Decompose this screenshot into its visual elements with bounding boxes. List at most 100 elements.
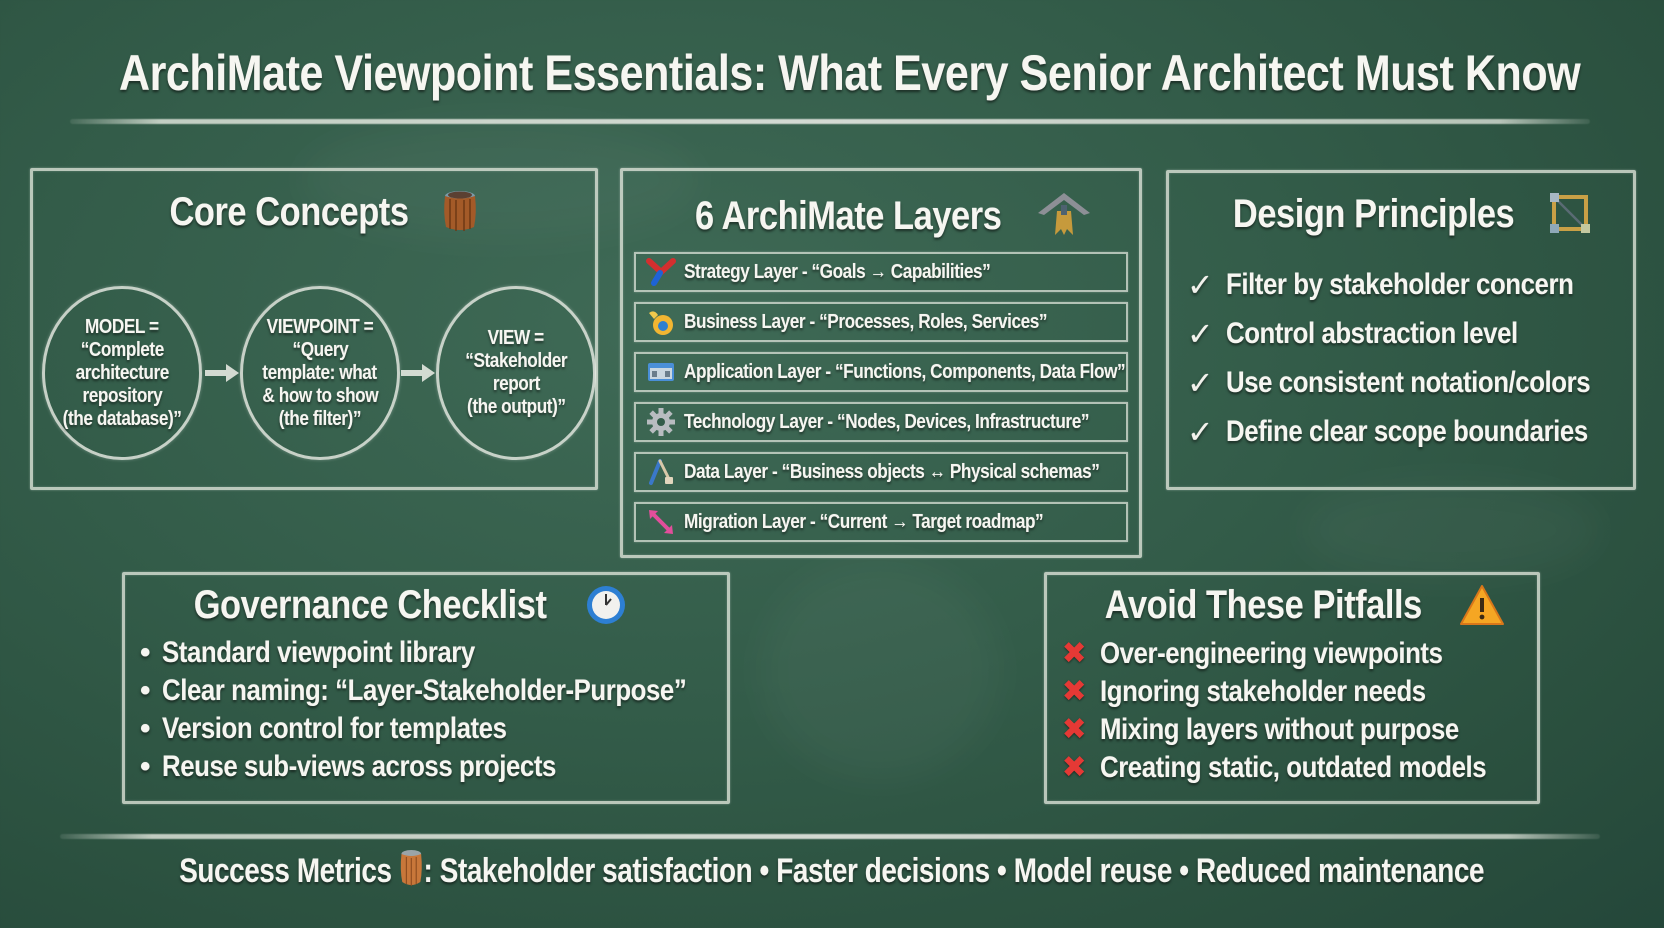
- core-concepts-title: Core Concepts: [33, 189, 595, 235]
- governance-text: Version control for templates: [162, 712, 507, 745]
- layer-label: Application Layer - “Functions, Componen…: [684, 360, 1126, 383]
- concept-line: template: what: [262, 361, 378, 384]
- concept-viewpoint: VIEWPOINT = “Query template: what & how …: [240, 286, 400, 460]
- footer-divider: [60, 834, 1600, 839]
- bullet-icon: •: [139, 750, 151, 783]
- concept-view: VIEW = “Stakeholder report (the output)”: [436, 286, 596, 460]
- pitfall-text: Ignoring stakeholder needs: [1100, 674, 1426, 708]
- migration-arrow-icon: [649, 510, 673, 534]
- bullet-icon: •: [759, 852, 770, 890]
- design-principles-panel: Design Principles: [1166, 170, 1636, 490]
- bullet-icon: •: [997, 852, 1007, 890]
- layer-application: Application Layer - “Functions, Componen…: [634, 352, 1128, 392]
- cross-icon: ✖: [1061, 637, 1087, 670]
- bullet-icon: •: [139, 674, 151, 707]
- governance-item: • Standard viewpoint library: [134, 636, 526, 670]
- gear-icon: [647, 408, 675, 436]
- principle-text: Use consistent notation/colors: [1226, 366, 1591, 399]
- pitfall-item: ✖ Mixing layers without purpose: [1056, 712, 1517, 747]
- bullet-icon: •: [139, 636, 151, 669]
- layers-title-text: 6 ArchiMate Layers: [694, 194, 1001, 238]
- concept-line: “Stakeholder: [465, 350, 567, 372]
- barrel-icon: [444, 191, 477, 231]
- concept-label: VIEWPOINT =: [266, 315, 374, 338]
- chalk-smudge: [1300, 480, 1600, 580]
- check-icon: ✓: [1186, 267, 1214, 303]
- governance-panel: Governance Checklist: [122, 572, 730, 804]
- layers-panel: 6 ArchiMate Layers: [620, 168, 1142, 558]
- frame-icon: [1549, 193, 1590, 233]
- cross-icon: ✖: [1061, 751, 1087, 784]
- pitfalls-title-text: Avoid These Pitfalls: [1105, 583, 1423, 627]
- concept-line: & how to show: [262, 384, 378, 407]
- layer-data: Data Layer - “Business objects ↔ Physica…: [634, 452, 1128, 492]
- page-title: ArchiMate Viewpoint Essentials: What Eve…: [0, 44, 1664, 102]
- success-metrics-separator: :: [423, 852, 433, 890]
- metric-item: Model reuse: [1014, 852, 1173, 890]
- pitfall-item: ✖ Creating static, outdated models: [1056, 750, 1549, 785]
- metric-item: Stakeholder satisfaction: [440, 852, 753, 890]
- governance-title-text: Governance Checklist: [193, 583, 547, 627]
- governance-text: Clear naming: “Layer-Stakeholder-Purpose…: [162, 674, 687, 707]
- principle-item: ✓ Use consistent notation/colors: [1182, 364, 1649, 402]
- concept-line: (the filter)”: [278, 407, 362, 430]
- house-arrow-icon: [1038, 193, 1091, 235]
- principle-text: Filter by stakeholder concern: [1226, 268, 1574, 301]
- concept-line: (the database)”: [62, 407, 182, 430]
- metric-item: Faster decisions: [776, 852, 991, 890]
- pitfall-text: Mixing layers without purpose: [1100, 712, 1459, 746]
- principle-text: Control abstraction level: [1226, 317, 1518, 350]
- core-concepts-title-text: Core Concepts: [169, 190, 409, 234]
- governance-text: Reuse sub-views across projects: [162, 750, 556, 783]
- governance-title: Governance Checklist: [125, 583, 727, 628]
- concept-line: (the output)”: [466, 396, 566, 418]
- layer-migration: Migration Layer - “Current → Target road…: [634, 502, 1128, 542]
- governance-text: Standard viewpoint library: [162, 636, 475, 669]
- cross-icon: ✖: [1061, 675, 1087, 708]
- check-icon: ✓: [1186, 414, 1214, 450]
- concept-line: “Query: [292, 338, 348, 361]
- concept-line: “Complete: [80, 338, 164, 361]
- principle-item: ✓ Control abstraction level: [1182, 315, 1565, 353]
- clock-icon: [587, 586, 626, 624]
- strategy-icon: [646, 258, 676, 286]
- cross-icon: ✖: [1061, 713, 1087, 746]
- pitfall-item: ✖ Ignoring stakeholder needs: [1056, 674, 1479, 709]
- pitfall-text: Over-engineering viewpoints: [1100, 636, 1443, 670]
- concept-line: architecture: [75, 361, 169, 384]
- layer-strategy: Strategy Layer - “Goals → Capabilities”: [634, 252, 1128, 292]
- layer-label: Technology Layer - “Nodes, Devices, Infr…: [684, 410, 1090, 433]
- check-icon: ✓: [1186, 365, 1214, 401]
- layers-title: 6 ArchiMate Layers: [623, 189, 1139, 239]
- pitfall-item: ✖ Over-engineering viewpoints: [1056, 636, 1498, 671]
- principle-text: Define clear scope boundaries: [1226, 415, 1588, 448]
- flow-arrow-icon: [205, 364, 239, 382]
- page-title-text: ArchiMate Viewpoint Essentials: What Eve…: [118, 45, 1581, 101]
- layer-label: Strategy Layer - “Goals → Capabilities”: [684, 260, 991, 283]
- title-underline: [70, 119, 1590, 124]
- business-icon: [649, 311, 673, 335]
- pitfalls-panel: Avoid These Pitfalls: [1044, 572, 1540, 804]
- design-principles-title: Design Principles: [1169, 191, 1633, 237]
- application-icon: [648, 363, 674, 381]
- concept-model: MODEL = “Complete architecture repositor…: [42, 286, 202, 460]
- flow-arrow-icon: [401, 364, 435, 382]
- concept-label: VIEW =: [487, 327, 545, 349]
- core-concepts-panel: Core Concepts: [30, 168, 598, 490]
- layer-technology: Technology Layer - “Nodes, Devices, Infr…: [634, 402, 1128, 442]
- bullet-icon: •: [1179, 852, 1190, 890]
- governance-item: • Clear naming: “Layer-Stakeholder-Purpo…: [134, 674, 772, 708]
- pitfall-text: Creating static, outdated models: [1100, 750, 1487, 784]
- pitfalls-title: Avoid These Pitfalls: [1047, 583, 1537, 628]
- chalk-smudge: [760, 560, 1000, 780]
- principle-item: ✓ Define clear scope boundaries: [1182, 413, 1647, 451]
- warning-icon: [1459, 585, 1504, 625]
- concept-line: repository: [82, 384, 162, 407]
- layer-label: Migration Layer - “Current → Target road…: [684, 510, 1044, 533]
- check-icon: ✓: [1186, 316, 1214, 352]
- metric-item: Reduced maintenance: [1196, 852, 1485, 890]
- principle-item: ✓ Filter by stakeholder concern: [1182, 266, 1630, 304]
- success-metrics: Success Metrics : Stakeholder satisfacti…: [0, 848, 1664, 891]
- design-principles-title-text: Design Principles: [1232, 192, 1515, 236]
- concept-label: MODEL =: [85, 315, 159, 338]
